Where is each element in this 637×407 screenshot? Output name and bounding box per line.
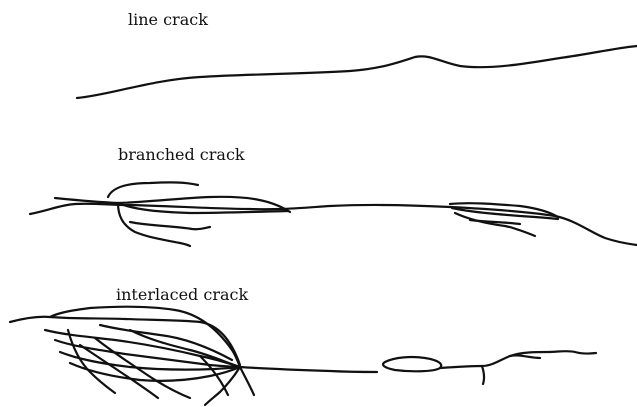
interlaced-crack-drawing <box>10 307 596 405</box>
line-crack-drawing <box>77 46 637 98</box>
branched-crack-drawing <box>30 182 637 246</box>
